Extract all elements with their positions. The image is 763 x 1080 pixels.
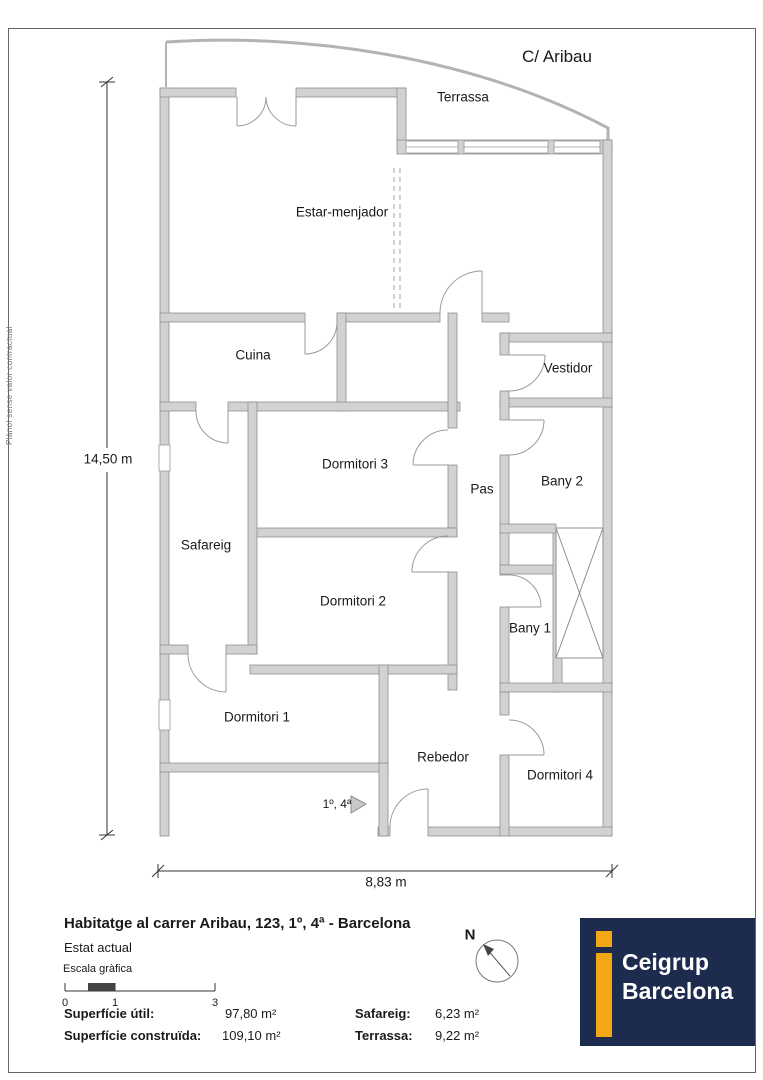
logo-accent-bar-icon: [596, 953, 612, 1037]
room-label-dormitori-1: Dormitori 1: [223, 709, 291, 725]
logo-accent-dot-icon: [596, 931, 612, 947]
room-label-dormitori-4: Dormitori 4: [526, 767, 594, 783]
room-label-dormitori-3: Dormitori 3: [321, 456, 389, 472]
unit-label: 1º, 4ª: [322, 797, 352, 811]
dimension-width-label: 8,83 m: [365, 874, 407, 890]
windows-layer: [158, 140, 601, 731]
room-label-pas: Pas: [470, 481, 494, 497]
area-value-safareig: 6,23 m²: [435, 1006, 480, 1021]
room-label-bany-1: Bany 1: [508, 620, 552, 636]
area-label-safareig: Safareig:: [355, 1006, 411, 1021]
logo-text-line2: Barcelona: [622, 978, 734, 1004]
sheet-title: Habitatge al carrer Aribau, 123, 1º, 4ª …: [64, 915, 411, 932]
overhead-dashed-lines: [393, 168, 401, 310]
room-label-terrassa: Terrassa: [437, 89, 489, 105]
room-label-bany-2: Bany 2: [540, 473, 584, 489]
terrace-facade-line: [165, 38, 610, 141]
room-label-rebedor: Rebedor: [417, 749, 469, 765]
north-compass-icon: [475, 939, 519, 983]
room-label-dormitori-2: Dormitori 2: [319, 593, 387, 609]
room-label-safareig: Safareig: [180, 537, 232, 553]
entrance-direction-arrow: [350, 795, 368, 814]
scale-tick-1: 1: [111, 997, 119, 1009]
elevator-shaft: [555, 527, 604, 659]
logo-text: Ceigrup Barcelona: [622, 948, 733, 1006]
area-value-construida: 109,10 m²: [222, 1028, 281, 1043]
logo-text-line1: Ceigrup: [622, 949, 709, 975]
area-value-terrassa: 9,22 m²: [435, 1028, 480, 1043]
north-label: N: [464, 926, 476, 944]
scale-bar: [64, 983, 216, 992]
area-label-construida: Superfície construïda:: [64, 1028, 202, 1043]
dimension-lines: [99, 76, 619, 878]
dimension-height-label: 14,50 m: [80, 451, 136, 467]
scale-tick-0: 0: [61, 997, 69, 1009]
street-label: C/ Aribau: [522, 47, 592, 66]
room-label-vestidor: Vestidor: [543, 360, 593, 376]
area-value-util: 97,80 m²: [225, 1006, 277, 1021]
ceigrup-logo: Ceigrup Barcelona: [580, 918, 755, 1046]
area-label-terrassa: Terrassa:: [355, 1028, 413, 1043]
doors-layer: [187, 96, 546, 828]
scale-tick-3: 3: [211, 997, 219, 1009]
room-label-cuina: Cuina: [235, 347, 271, 363]
area-label-util: Superfície útil:: [64, 1006, 155, 1021]
sheet-subtitle: Estat actual: [64, 940, 132, 955]
room-label-estar-menjador: Estar-menjador: [295, 204, 389, 220]
scale-bar-label: Escala gràfica: [63, 963, 133, 975]
